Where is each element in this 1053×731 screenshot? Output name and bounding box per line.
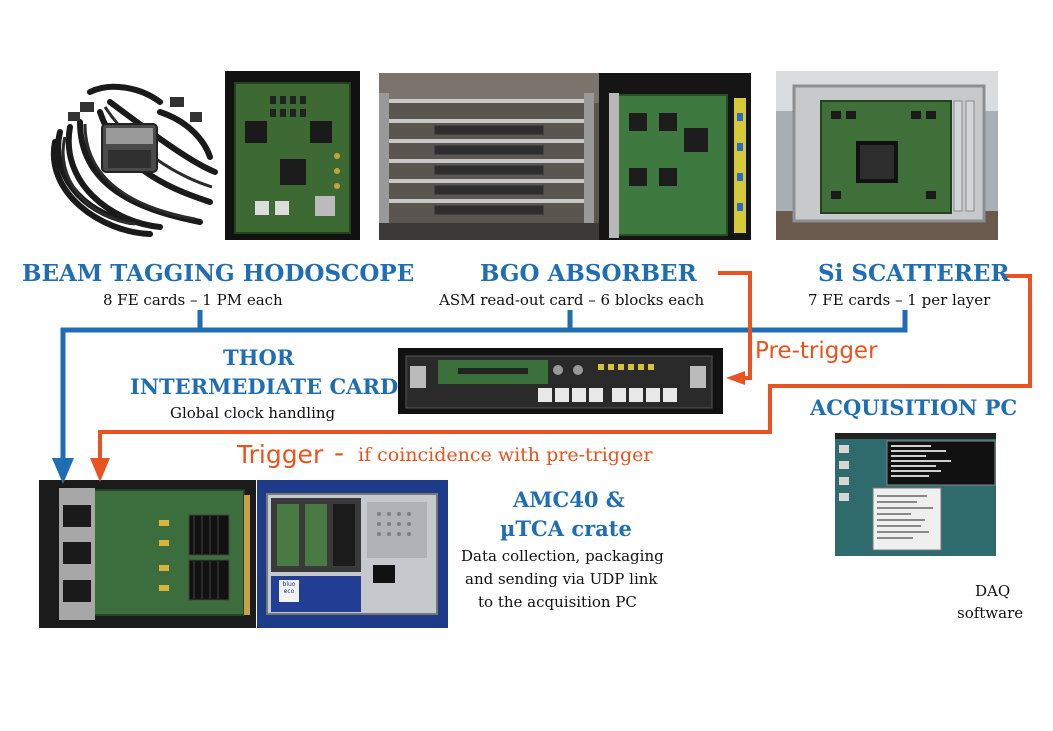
trigger-dash: - bbox=[334, 436, 345, 469]
orange-pretrigger-si bbox=[98, 274, 1032, 460]
blue-arrow-head bbox=[52, 458, 74, 484]
crate-logo: bluo eco bbox=[282, 581, 296, 595]
si-subtitle: 7 FE cards – 1 per layer bbox=[808, 291, 991, 309]
hodoscope-fe-card-photo bbox=[225, 71, 360, 240]
orange-arrow-amc40 bbox=[90, 458, 110, 482]
hodoscope-cable-photo bbox=[40, 72, 220, 237]
hodoscope-subtitle: 8 FE cards – 1 PM each bbox=[103, 291, 283, 309]
si-title: Si SCATTERER bbox=[818, 260, 1010, 287]
trigger-label: Trigger bbox=[237, 440, 324, 469]
acquisition-pc-title: ACQUISITION PC bbox=[810, 395, 1018, 420]
thor-title-line2: INTERMEDIATE CARD bbox=[130, 374, 399, 399]
asm-readout-card-photo bbox=[599, 73, 751, 240]
amc40-title-line2: µTCA crate bbox=[500, 516, 632, 541]
amc40-card-photo bbox=[39, 480, 256, 628]
thor-card-photo bbox=[398, 348, 723, 414]
si-scatterer-photo bbox=[776, 71, 998, 240]
amc40-desc-line1: Data collection, packaging bbox=[461, 547, 664, 565]
amc40-title-line1: AMC40 & bbox=[513, 487, 625, 512]
thor-subtitle: Global clock handling bbox=[170, 404, 336, 422]
bgo-title: BGO ABSORBER bbox=[480, 260, 697, 287]
orange-arrow-thor bbox=[726, 371, 745, 385]
amc40-desc-line2: and sending via UDP link bbox=[465, 570, 658, 588]
daq-caption-line1: DAQ bbox=[975, 582, 1011, 600]
daq-caption-line2: software bbox=[957, 604, 1024, 622]
blue-bus-line bbox=[60, 310, 908, 460]
amc40-desc-line3: to the acquisition PC bbox=[478, 593, 637, 611]
orange-pretrigger-bgo bbox=[718, 271, 752, 380]
blue-data-bus bbox=[60, 310, 908, 460]
thor-title-line1: THOR bbox=[223, 345, 295, 370]
bgo-absorber-photo bbox=[379, 73, 599, 240]
trigger-note: if coincidence with pre-trigger bbox=[358, 444, 653, 466]
utca-crate-photo: bluo eco bbox=[257, 480, 448, 628]
bgo-subtitle: ASM read-out card – 6 blocks each bbox=[439, 291, 705, 309]
acquisition-pc-screenshot bbox=[835, 433, 996, 556]
hodoscope-title: BEAM TAGGING HODOSCOPE bbox=[22, 260, 415, 287]
pre-trigger-label: Pre-trigger bbox=[755, 338, 878, 364]
